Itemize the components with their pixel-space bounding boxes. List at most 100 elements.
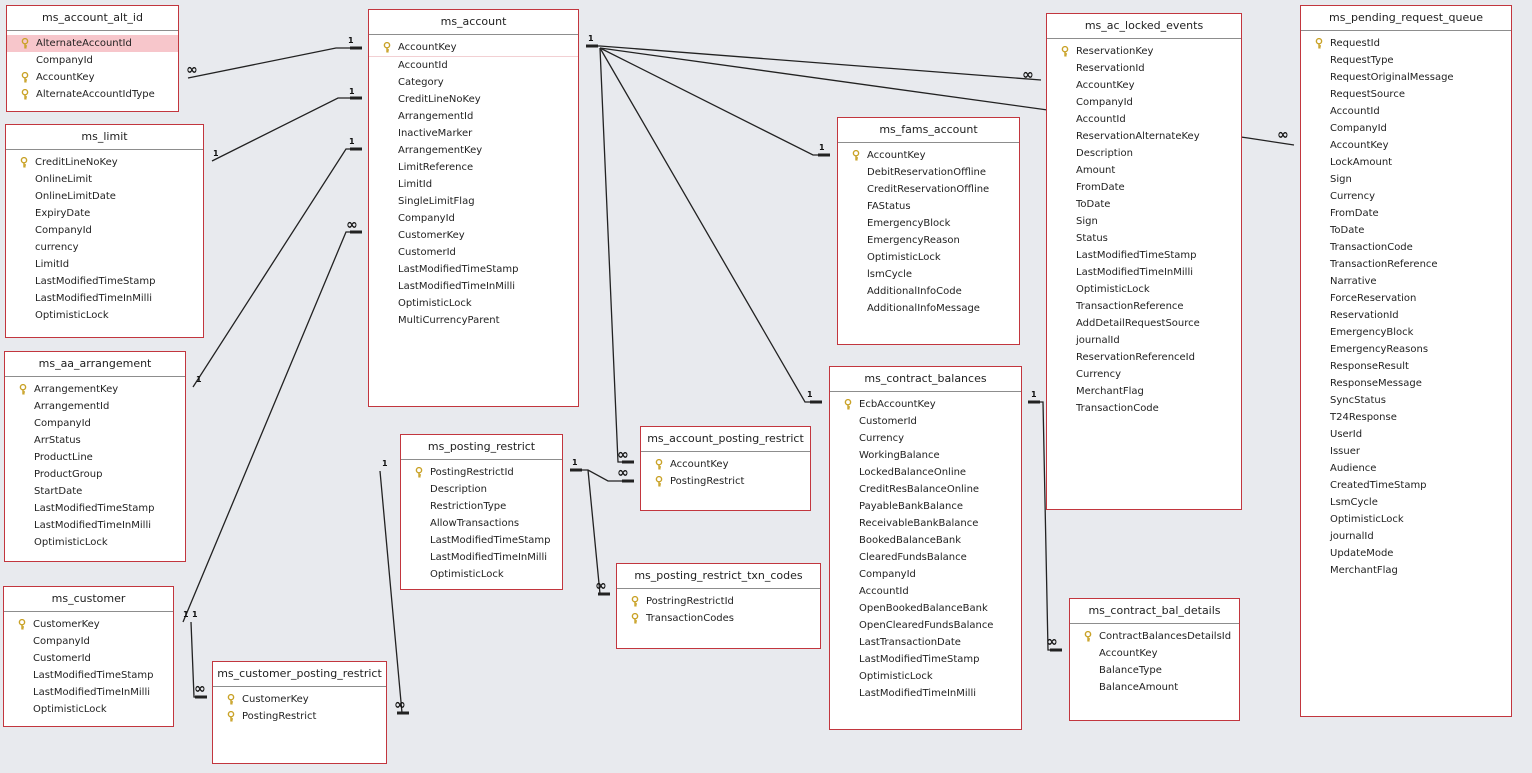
table-field[interactable]: OpenBookedBalanceBank xyxy=(830,600,1021,617)
table-field[interactable]: CompanyId xyxy=(830,566,1021,583)
table-field[interactable]: TransactionReference xyxy=(1047,298,1241,315)
table-field[interactable]: ArrStatus xyxy=(5,432,185,449)
table-field[interactable]: CreditResBalanceOnline xyxy=(830,481,1021,498)
primary-key-field[interactable]: CreditLineNoKey xyxy=(6,154,203,171)
table-field[interactable]: CompanyId xyxy=(1301,120,1511,137)
table-field[interactable]: UpdateMode xyxy=(1301,545,1511,562)
table-field[interactable]: AccountId xyxy=(1301,103,1511,120)
table-field[interactable]: LastTransactionDate xyxy=(830,634,1021,651)
table-field[interactable]: lsmCycle xyxy=(838,266,1019,283)
table-field[interactable]: ProductLine xyxy=(5,449,185,466)
table-field[interactable]: Description xyxy=(1047,145,1241,162)
primary-key-field[interactable]: EcbAccountKey xyxy=(830,396,1021,413)
table-field[interactable]: ForceReservation xyxy=(1301,290,1511,307)
table-field[interactable]: AllowTransactions xyxy=(401,515,562,532)
table-field[interactable]: MultiCurrencyParent xyxy=(369,312,578,329)
relationship-line[interactable] xyxy=(192,148,362,388)
table-field[interactable]: LsmCycle xyxy=(1301,494,1511,511)
table-title[interactable]: ms_ac_locked_events xyxy=(1047,14,1241,39)
primary-key-field[interactable]: RequestId xyxy=(1301,35,1511,52)
table-field[interactable]: LastModifiedTimeStamp xyxy=(1047,247,1241,264)
table-field[interactable]: StartDate xyxy=(5,483,185,500)
table-field[interactable]: ReservationId xyxy=(1047,60,1241,77)
table-field[interactable]: BalanceAmount xyxy=(1070,679,1239,696)
table-field[interactable]: LastModifiedTimeInMilli xyxy=(5,517,185,534)
table-field[interactable]: Sign xyxy=(1047,213,1241,230)
table-field[interactable]: RequestType xyxy=(1301,52,1511,69)
relationship-line[interactable] xyxy=(599,47,634,463)
table-field[interactable]: OptimisticLock xyxy=(401,566,562,583)
table-field[interactable]: FromDate xyxy=(1047,179,1241,196)
table-field[interactable]: LastModifiedTimeInMilli xyxy=(4,684,173,701)
table-field[interactable]: LimitId xyxy=(369,176,578,193)
table-field[interactable]: LastModifiedTimeStamp xyxy=(369,261,578,278)
table-field[interactable]: ReservationReferenceId xyxy=(1047,349,1241,366)
primary-key-field[interactable]: PostingRestrictId xyxy=(401,464,562,481)
table-field[interactable]: AccountId xyxy=(1047,111,1241,128)
primary-key-field[interactable]: PostringRestrictId xyxy=(617,593,820,610)
table-field[interactable]: LastModifiedTimeInMilli xyxy=(6,290,203,307)
table-field[interactable]: WorkingBalance xyxy=(830,447,1021,464)
table-field[interactable]: LastModifiedTimeInMilli xyxy=(830,685,1021,702)
primary-key-field[interactable]: CustomerKey xyxy=(4,616,173,633)
primary-key-field[interactable]: AccountKey xyxy=(838,147,1019,164)
table-field[interactable]: CustomerKey xyxy=(369,227,578,244)
table-field[interactable]: TransactionReference xyxy=(1301,256,1511,273)
table-field[interactable]: RestrictionType xyxy=(401,498,562,515)
primary-key-field[interactable]: TransactionCodes xyxy=(617,610,820,627)
table-field[interactable]: OptimisticLock xyxy=(1047,281,1241,298)
table-field[interactable]: DebitReservationOffline xyxy=(838,164,1019,181)
table-field[interactable]: ReservationId xyxy=(1301,307,1511,324)
table-field[interactable]: RequestOriginalMessage xyxy=(1301,69,1511,86)
table-field[interactable]: CompanyId xyxy=(1047,94,1241,111)
table-field[interactable]: Status xyxy=(1047,230,1241,247)
table-field[interactable]: EmergencyReason xyxy=(838,232,1019,249)
table-field[interactable]: OpenClearedFundsBalance xyxy=(830,617,1021,634)
table-field[interactable]: Category xyxy=(369,74,578,91)
primary-key-field[interactable]: CustomerKey xyxy=(213,691,386,708)
table-title[interactable]: ms_posting_restrict xyxy=(401,435,562,460)
table-field[interactable]: AdditionalInfoMessage xyxy=(838,300,1019,317)
table-field[interactable]: LastModifiedTimeStamp xyxy=(830,651,1021,668)
table-field[interactable]: LastModifiedTimeInMilli xyxy=(401,549,562,566)
table-field[interactable]: InactiveMarker xyxy=(369,125,578,142)
table-field[interactable]: EmergencyBlock xyxy=(1301,324,1511,341)
table-field[interactable]: LastModifiedTimeInMilli xyxy=(369,278,578,295)
table-field[interactable]: OptimisticLock xyxy=(838,249,1019,266)
table-field[interactable]: LockAmount xyxy=(1301,154,1511,171)
primary-key-field[interactable]: AlternateAccountIdType xyxy=(7,86,178,103)
table-field[interactable]: EmergencyBlock xyxy=(838,215,1019,232)
table-title[interactable]: ms_contract_balances xyxy=(830,367,1021,392)
table-field[interactable]: BalanceType xyxy=(1070,662,1239,679)
table-title[interactable]: ms_pending_request_queue xyxy=(1301,6,1511,31)
table-field[interactable]: ProductGroup xyxy=(5,466,185,483)
table-field[interactable]: ArrangementId xyxy=(369,108,578,125)
table-field[interactable]: LimitReference xyxy=(369,159,578,176)
table-field[interactable]: journalId xyxy=(1301,528,1511,545)
table-field[interactable]: UserId xyxy=(1301,426,1511,443)
table-field[interactable]: ArrangementId xyxy=(5,398,185,415)
relationship-line[interactable] xyxy=(182,231,362,623)
table-field[interactable]: OptimisticLock xyxy=(830,668,1021,685)
table-field[interactable]: OptimisticLock xyxy=(6,307,203,324)
table-field[interactable]: TransactionCode xyxy=(1047,400,1241,417)
table-field[interactable]: CustomerId xyxy=(830,413,1021,430)
table-field[interactable]: ReservationAlternateKey xyxy=(1047,128,1241,145)
table-field[interactable]: CreatedTimeStamp xyxy=(1301,477,1511,494)
table-field[interactable]: CustomerId xyxy=(4,650,173,667)
table-field[interactable]: LimitId xyxy=(6,256,203,273)
primary-key-field[interactable]: AccountKey xyxy=(369,39,578,57)
table-field[interactable]: OnlineLimit xyxy=(6,171,203,188)
table-field[interactable]: AccountId xyxy=(830,583,1021,600)
table-title[interactable]: ms_customer_posting_restrict xyxy=(213,662,386,687)
